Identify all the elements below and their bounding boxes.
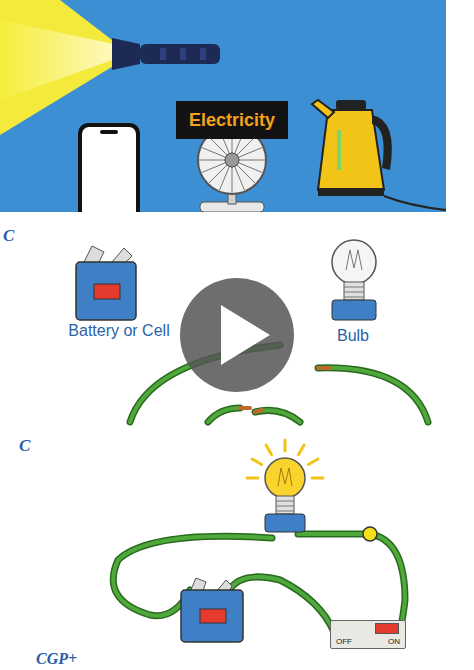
logo-mark: C [3,226,14,246]
battery-label: Battery or Cell [68,322,169,340]
top-panel [0,0,446,212]
bulb-symbol [332,240,376,320]
title-text: Electricity [189,110,275,131]
light-ray [252,459,262,465]
junction-dot [363,527,377,541]
torch-beam [0,0,120,135]
phone [78,123,140,223]
switch-label: OFF [336,637,352,646]
logo-mark: C [19,436,30,456]
switch-toggle [375,623,399,634]
light-ray [299,445,305,455]
light-ray [247,477,258,480]
logo-mark: CGP+ [36,650,77,668]
switch-box: OFF ON [330,620,406,649]
title-box: Electricity [176,101,288,139]
switch-label: ON [388,637,400,646]
torch [112,38,220,70]
bulb-label: Bulb [337,327,369,345]
light-ray [312,477,323,480]
circuit-battery [181,578,243,642]
kettle [312,100,446,210]
battery-symbol [76,246,136,320]
light-ray [266,445,272,455]
light-ray [284,440,287,451]
middle-panel [18,212,446,422]
light-ray [308,459,318,465]
lit-bulb [247,440,323,532]
circuit-wires [113,534,405,632]
play-button [180,278,294,392]
